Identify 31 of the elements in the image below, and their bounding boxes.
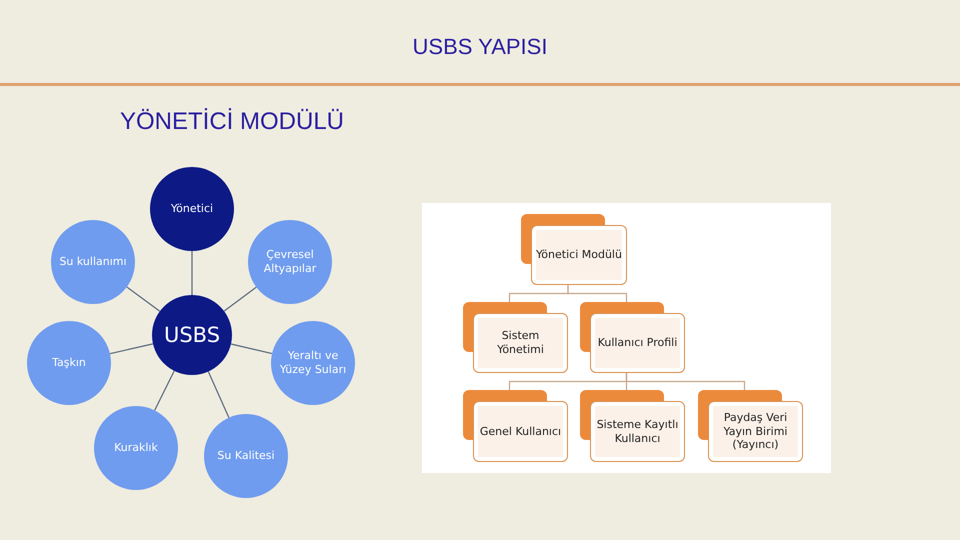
card-label: Genel Kullanıcı [480,424,562,438]
connector-line [230,343,272,354]
connector-line [126,286,160,312]
slide-title: USBS YAPISI [412,33,548,61]
circle-label: Yeraltı ve Yüzey Suları [279,349,347,377]
org-card [580,302,685,373]
org-card [463,390,568,462]
connector-line [208,371,230,418]
circle-label: Su kullanımı [59,255,127,269]
circle-label: USBS [164,322,220,348]
card-label: Sistem Yönetimi [496,329,545,357]
org-card [580,390,685,462]
circle-label: Su Kalitesi [217,449,275,463]
circle-label: Çevresel Altyapılar [262,248,318,276]
section-heading: YÖNETİCİ MODÜLÜ [120,107,344,137]
connector-line [224,286,257,312]
connector-line [154,370,175,411]
connector-line [110,343,154,354]
card-label: Yönetici Modülü [536,248,622,262]
connector-line [567,285,628,302]
connector-line [626,373,746,390]
card-label: Kullanıcı Profili [598,336,678,350]
card-label: Paydaş Veri Yayın Birimi (Yayıncı) [722,410,788,452]
circle-label: Kuraklık [114,441,158,455]
org-card [698,390,803,462]
org-card [521,214,627,285]
circle-label: Yönetici [170,202,214,216]
org-card [463,302,568,373]
card-label: Sisteme Kayıtlı Kullanıcı [596,418,680,446]
circle-label: Taşkın [52,356,86,370]
connector-line [191,251,193,295]
